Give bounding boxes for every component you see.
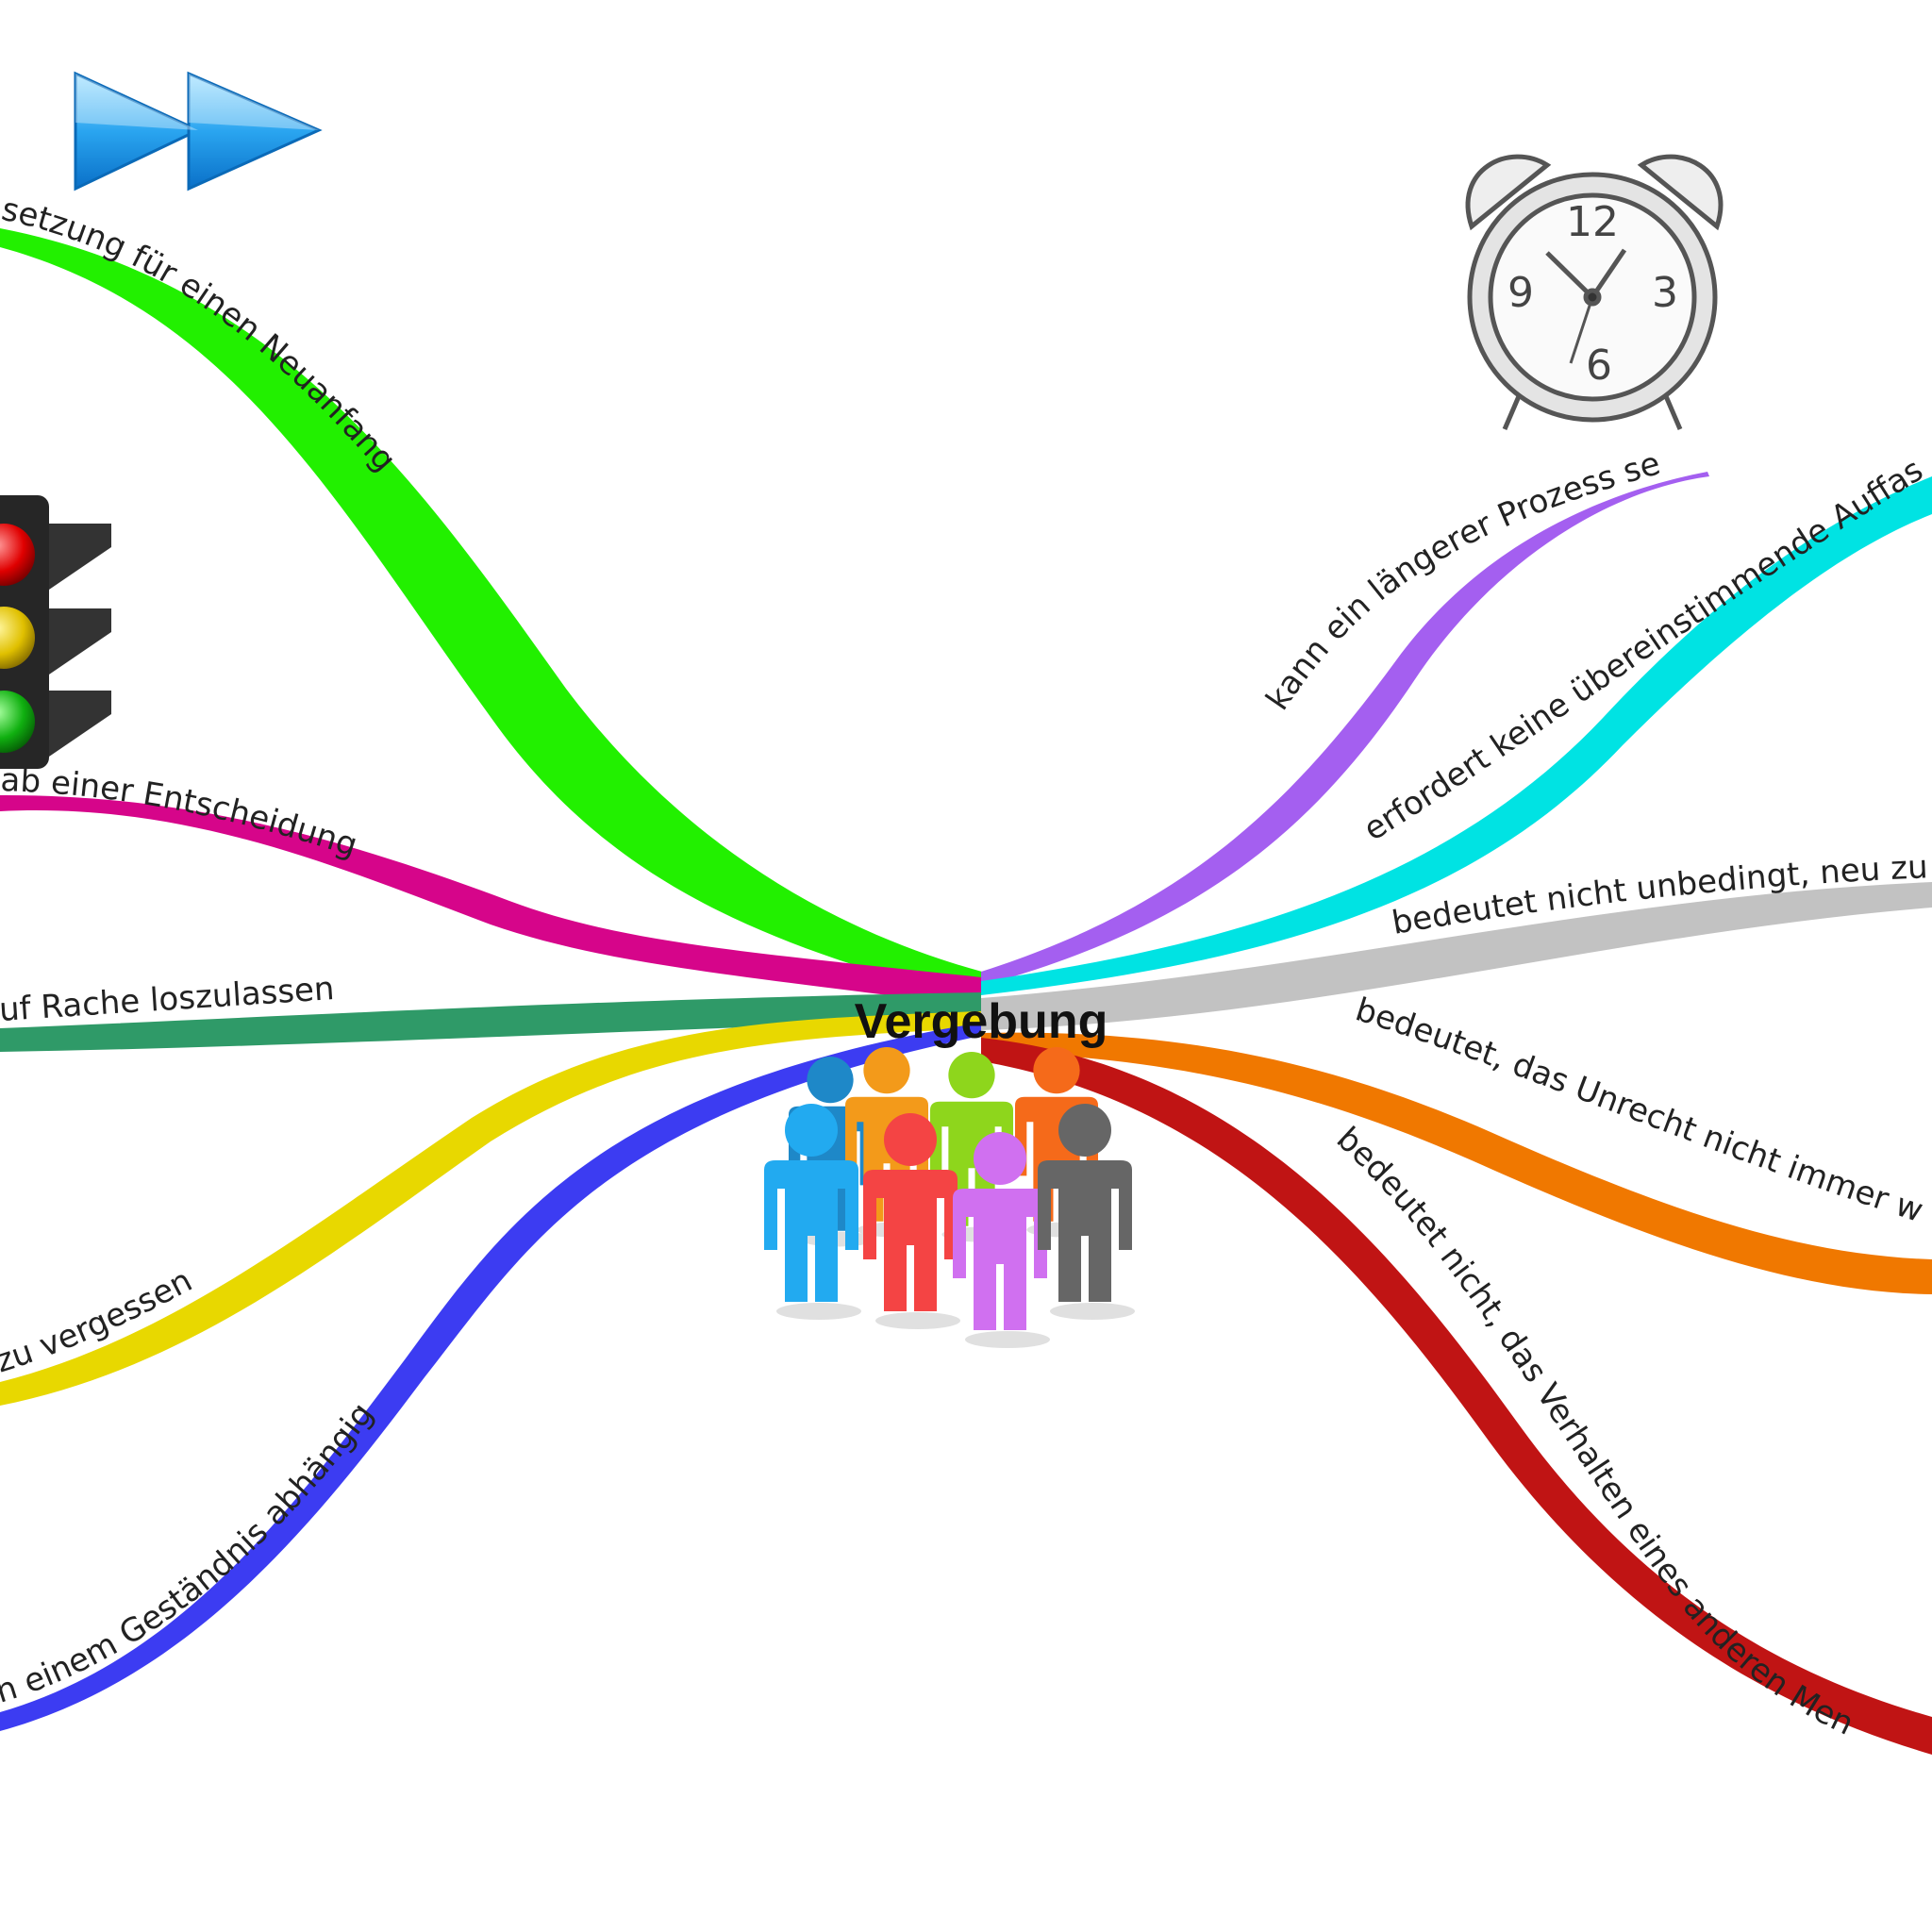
ribbon-neu [981,882,1932,1030]
ribbon-rache [0,992,981,1052]
traffic-light-icon [0,495,111,769]
branch-neuanfang[interactable]: setzung für einen Neuanfang [0,191,1000,1000]
ribbon-entscheidung [0,794,981,1008]
ribbon-neuanfang [0,228,1000,1000]
person-figure [953,1132,1050,1348]
label-entscheidung: ab einer Entscheidung [0,761,362,865]
svg-text:12: 12 [1566,198,1619,246]
alarm-clock-icon: 12 3 6 9 [1465,154,1724,430]
fast-forward-icon [74,71,323,192]
person-figure [764,1104,861,1320]
svg-text:6: 6 [1586,341,1612,390]
person-figure [1038,1104,1135,1320]
branch-entscheidung[interactable]: ab einer Entscheidung [0,761,981,1008]
svg-text:3: 3 [1652,269,1678,317]
label-auffassung: erfordert keine übereinstimmende Auffas [1357,451,1930,848]
ribbon-verhalten [981,1038,1932,1755]
svg-text:9: 9 [1507,269,1534,317]
label-verhalten: bedeutet nicht, das Verhalten eines ande… [1329,1120,1859,1743]
ribbon-unrecht [981,1032,1932,1294]
ribbon-vergessen [0,1011,981,1406]
people-group-icon [764,1047,1135,1348]
ribbon-auffassung [981,476,1932,995]
central-topic[interactable]: Vergebung [855,994,1108,1049]
ribbon-prozess [981,472,1709,986]
branch-neu[interactable]: bedeutet nicht unbedingt, neu zu [981,848,1932,1030]
label-gestaendnis: n einem Geständnis abhängig [0,1396,381,1711]
person-figure [863,1113,960,1329]
